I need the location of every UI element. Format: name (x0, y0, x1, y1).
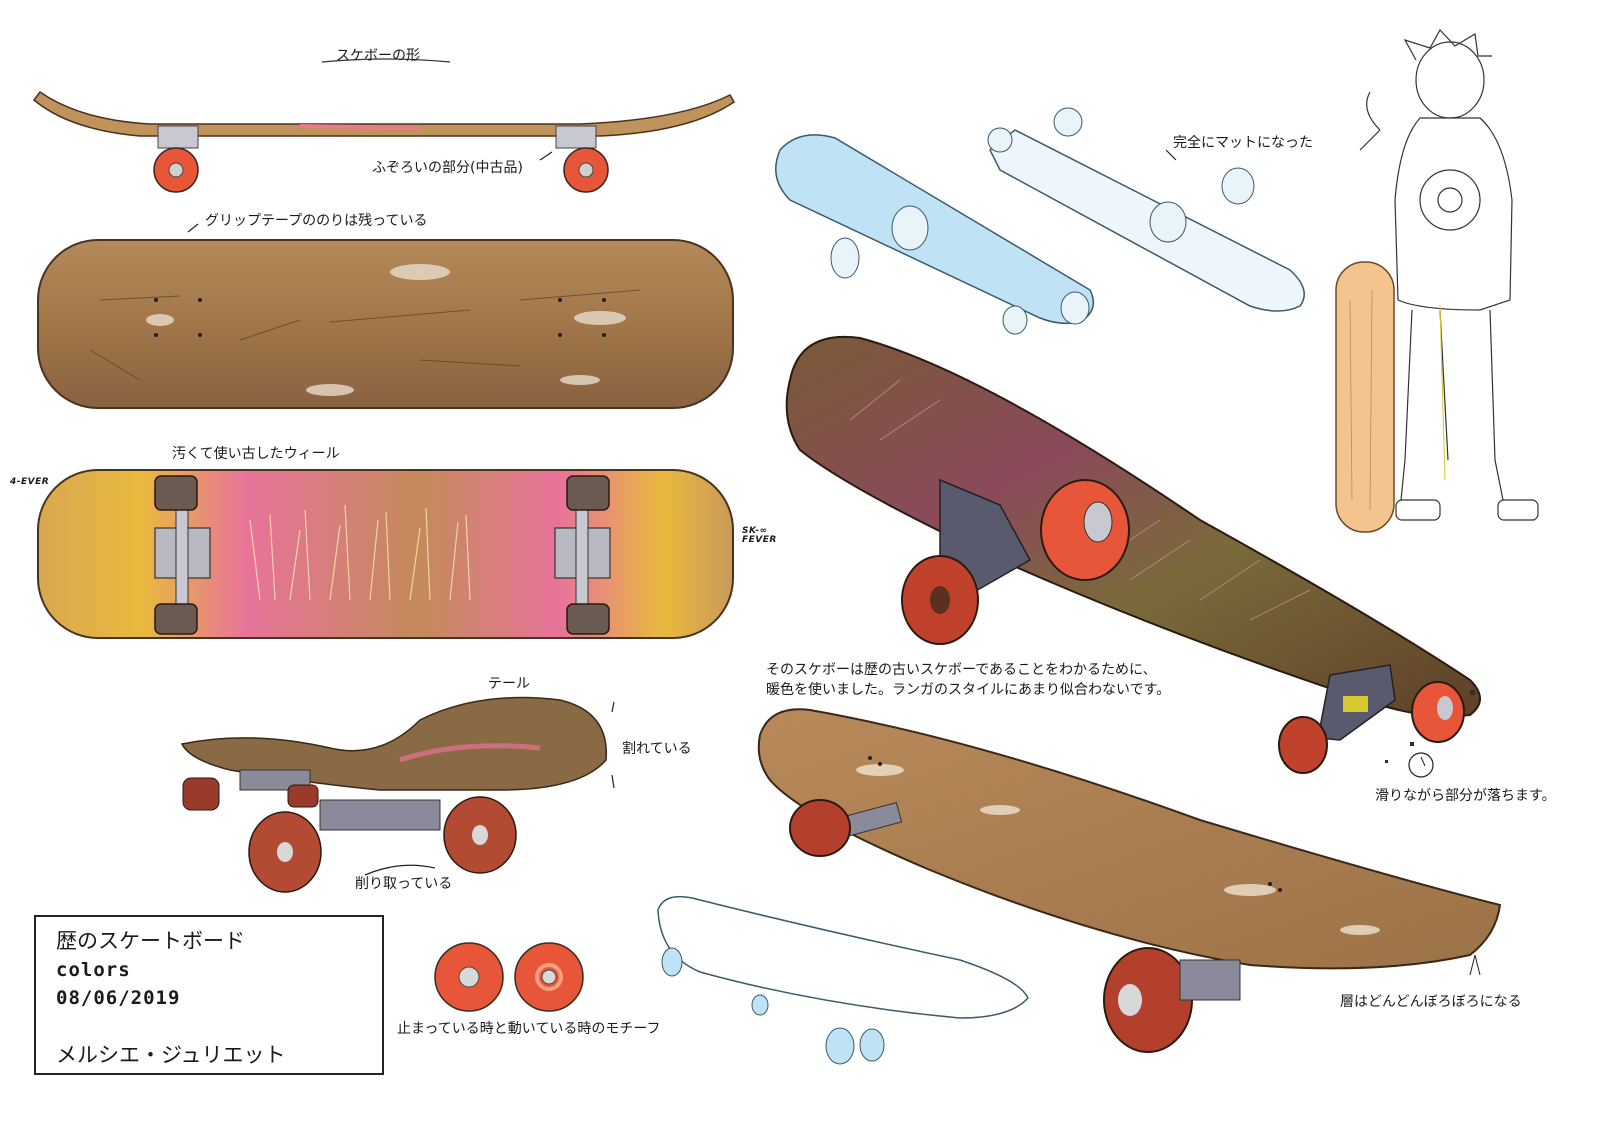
graffiti-right: SK-∞ FEVER (742, 526, 777, 546)
fully-matte-label: 完全にマットになった (1173, 135, 1313, 151)
standing-board (1335, 261, 1395, 533)
sheet-subtitle: colors (56, 959, 131, 981)
layers-ragged-label: 層はどんどんぼろぼろになる (1340, 994, 1522, 1010)
sheet-date: 08/06/2019 (56, 987, 181, 1009)
grip-tape-label: グリップテープののりは残っている (205, 213, 428, 229)
dirty-wheels-label: 汚くて使い古したウィール (172, 446, 340, 462)
wheel-motif-label: 止まっている時と動いている時のモチーフ (397, 1021, 661, 1037)
sheet-author: メルシエ・ジュリエット (56, 1043, 286, 1067)
scraped-label: 削り取っている (355, 876, 453, 892)
explanation-line-2: 暖色を使いました。ランガのスタイルにあまり似合わないです。 (766, 682, 1171, 699)
white-sketch-board (657, 895, 1029, 1065)
explanation-line-1: そのスケボーは歴の古いスケボーであることをわかるために、 (766, 662, 1157, 678)
uneven-part-label: ふぞろいの部分(中古品) (372, 160, 523, 176)
big-topside-board (757, 708, 1502, 1053)
bottom-view-deck (37, 469, 734, 639)
tail-perspective-board (180, 696, 615, 893)
side-profile-board (32, 58, 735, 193)
explanation-note: そのスケボーは歴の古いスケボーであることをわかるために、 暖色を使いました。ラン… (766, 660, 1170, 701)
board-shape-label: スケボーの形 (336, 48, 420, 64)
cracked-label: 割れている (622, 741, 692, 757)
wheel-motif-pair (434, 942, 584, 1012)
blue-sketch-boards (775, 107, 1305, 335)
big-underside-board (785, 336, 1481, 778)
sheet-title: 歴のスケートボード (56, 929, 245, 953)
graffiti-right-line-2: FEVER (742, 535, 777, 546)
tail-label: テール (488, 676, 530, 692)
top-view-deck (37, 223, 734, 409)
graffiti-left: 4-EVER (10, 477, 50, 487)
falling-parts-label: 滑りながら部分が落ちます。 (1375, 788, 1556, 804)
title-box: 歴のスケートボード colors 08/06/2019 メルシエ・ジュリエット (34, 915, 384, 1075)
character-lineart (1359, 28, 1539, 521)
graffiti-right-line-1: SK-∞ (742, 526, 768, 536)
